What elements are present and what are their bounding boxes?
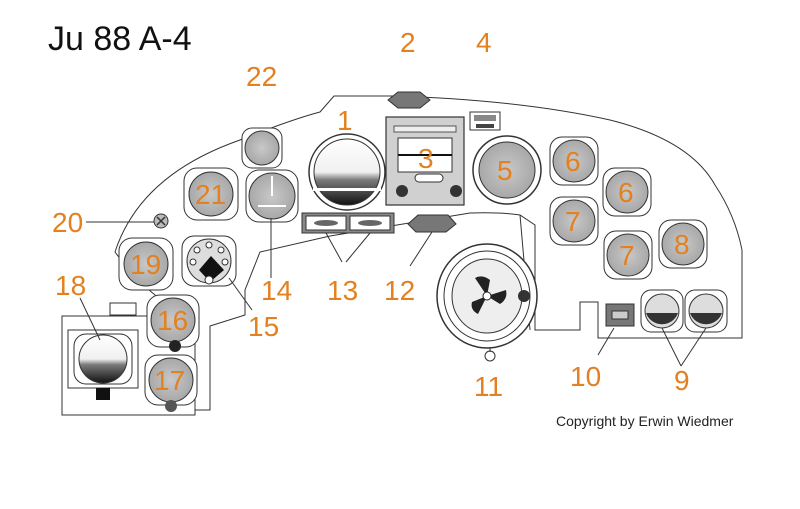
- label-11: 11: [474, 371, 503, 402]
- warning-lamp-top: [387, 91, 431, 109]
- label-7b: 7: [619, 240, 635, 271]
- gauge-22: [241, 127, 283, 169]
- indicator-lamps-13: [301, 212, 395, 234]
- label-15: 15: [248, 311, 279, 342]
- label-17: 17: [154, 365, 185, 396]
- gauge-6-lower: [602, 167, 652, 217]
- label-19: 19: [130, 249, 161, 280]
- label-5: 5: [497, 155, 513, 186]
- label-6a: 6: [565, 146, 581, 177]
- compass-housing: [385, 116, 465, 206]
- gauge-7-upper: [549, 196, 599, 246]
- label-6b: 6: [618, 177, 634, 208]
- label-2: 2: [400, 27, 416, 58]
- gauge-8: [658, 219, 708, 269]
- label-7a: 7: [565, 206, 581, 237]
- label-18: 18: [55, 270, 86, 301]
- label-20: 20: [52, 207, 83, 238]
- label-9: 9: [674, 365, 690, 396]
- warning-lamp-12: [407, 214, 457, 233]
- gauge-18: [67, 302, 139, 400]
- gauge-7-lower: [603, 230, 653, 280]
- gauge-6-upper: [549, 136, 599, 186]
- label-1: 1: [337, 105, 353, 136]
- diagram-title: Ju 88 A-4: [48, 20, 192, 58]
- switch-box: [469, 111, 501, 131]
- label-14: 14: [261, 275, 292, 306]
- gauge-16: [146, 294, 200, 352]
- small-unit-10: [605, 303, 635, 327]
- artificial-horizon-gauge: [308, 133, 386, 211]
- gauge-21: [183, 167, 239, 221]
- gauge-17: [144, 354, 198, 412]
- gauge-14: [245, 169, 299, 223]
- twin-gauges-9: [640, 289, 728, 333]
- leader-lines: [79, 218, 707, 367]
- gauge-19: [118, 237, 174, 291]
- knob-20: [153, 213, 169, 229]
- label-12: 12: [384, 275, 415, 306]
- label-13: 13: [327, 275, 358, 306]
- large-gauge-5: [472, 135, 542, 205]
- label-8: 8: [674, 229, 690, 260]
- label-22: 22: [246, 61, 277, 92]
- label-10: 10: [570, 361, 601, 392]
- label-3: 3: [418, 143, 434, 174]
- copyright-notice: Copyright by Erwin Wiedmer: [556, 413, 734, 429]
- large-dial-11: [436, 243, 538, 362]
- label-21: 21: [195, 179, 226, 210]
- selector-dial-15: [181, 235, 237, 287]
- label-16: 16: [157, 305, 188, 336]
- label-4: 4: [476, 27, 492, 58]
